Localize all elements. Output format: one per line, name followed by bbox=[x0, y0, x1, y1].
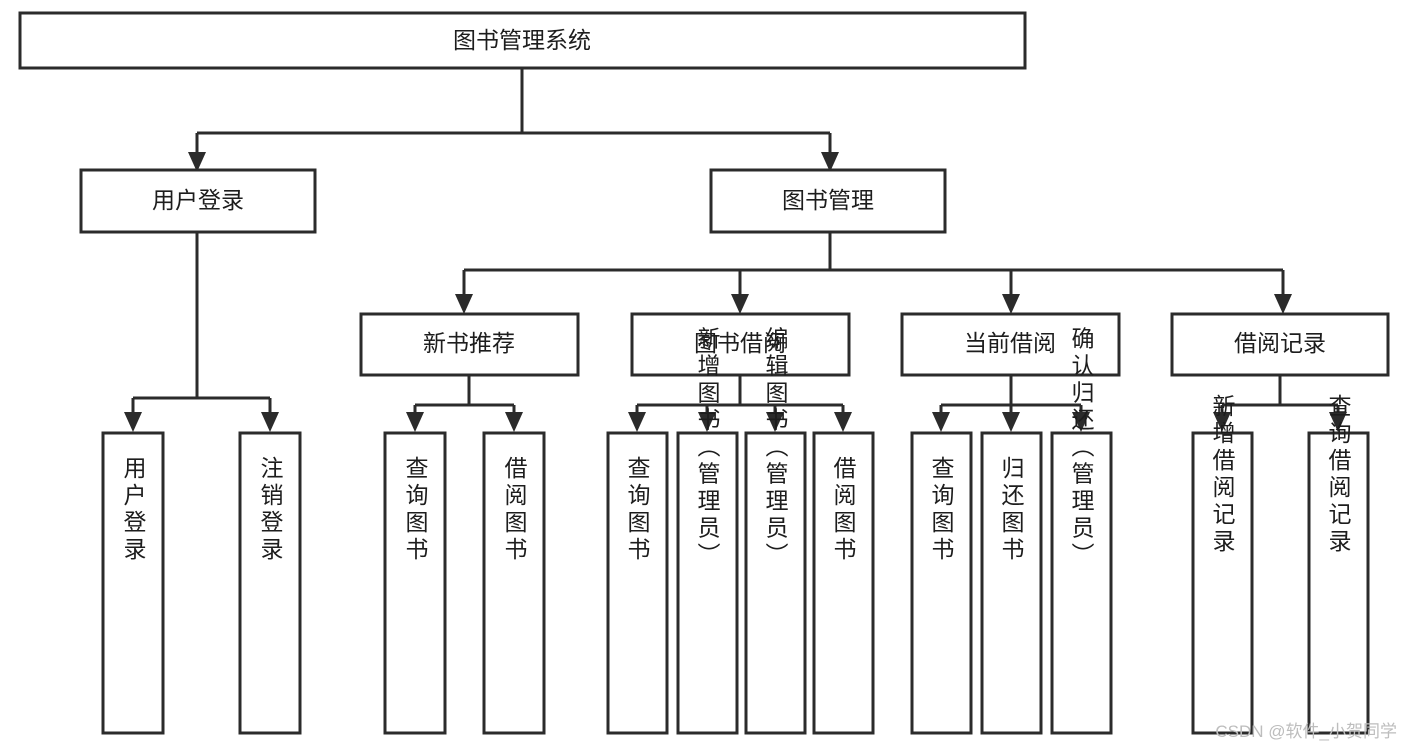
node-user-login-box[interactable] bbox=[79, 168, 317, 234]
node-root[interactable]: 图书管理系统 bbox=[18, 11, 1027, 70]
arrowhead-borrow-leaf-1 bbox=[628, 412, 646, 432]
leaf-node[interactable]: 借阅图书 bbox=[812, 431, 875, 735]
leaf-user-login-label: 用户登录 bbox=[120, 456, 147, 564]
leaf-borrow-edit-label: 编辑图书（管理员） bbox=[762, 327, 789, 570]
node-root-box[interactable] bbox=[18, 11, 1027, 70]
leaf-node[interactable]: 编辑图书（管理员） bbox=[744, 327, 807, 735]
arrowhead-newbook-leaf-2 bbox=[505, 412, 523, 432]
node-current-borrow[interactable]: 当前借阅 bbox=[900, 312, 1121, 377]
leaf-newbook-borrow-box[interactable] bbox=[482, 431, 546, 735]
node-new-book-recommend-label: 新书推荐 bbox=[423, 330, 515, 356]
leaf-node[interactable]: 借阅图书 bbox=[482, 431, 546, 735]
arrowhead-newbook-leaf-1 bbox=[406, 412, 424, 432]
leaf-borrow-query-label: 查询图书 bbox=[624, 456, 651, 564]
leaf-current-return-box[interactable] bbox=[980, 431, 1043, 735]
node-borrow-records-label: 借阅记录 bbox=[1234, 330, 1326, 356]
connector-current-bus bbox=[939, 375, 1083, 415]
arrowhead-current-leaf-1 bbox=[932, 412, 950, 432]
leaf-current-confirm-label: 确认归还（管理员） bbox=[1068, 327, 1095, 570]
leaf-borrow-edit-box[interactable] bbox=[744, 431, 807, 735]
arrowhead-to-bookmgmt bbox=[821, 152, 839, 172]
leaf-borrow-add-label: 新增图书（管理员） bbox=[694, 327, 721, 570]
leaf-node[interactable]: 注销登录 bbox=[238, 431, 302, 735]
leaf-user-login-box[interactable] bbox=[101, 431, 165, 735]
connector-records-bus bbox=[1220, 375, 1340, 415]
leaf-borrow-lend-box[interactable] bbox=[812, 431, 875, 735]
leaf-newbook-query-box[interactable] bbox=[383, 431, 447, 735]
node-current-borrow-label: 当前借阅 bbox=[964, 330, 1056, 356]
leaf-node[interactable]: 新增图书（管理员） bbox=[676, 327, 739, 735]
node-borrow-records-box[interactable] bbox=[1170, 312, 1390, 377]
node-user-login-label: 用户登录 bbox=[152, 187, 244, 213]
node-root-label: 图书管理系统 bbox=[453, 27, 591, 53]
node-book-management-label: 图书管理 bbox=[782, 187, 874, 213]
leaf-borrow-add-box[interactable] bbox=[676, 431, 739, 735]
connector-layer bbox=[124, 68, 1347, 432]
leaf-user-logout-label: 注销登录 bbox=[257, 456, 284, 564]
node-book-borrow[interactable]: 图书借阅 bbox=[630, 312, 851, 377]
leaf-borrow-query-box[interactable] bbox=[606, 431, 669, 735]
leaf-newbook-query-label: 查询图书 bbox=[402, 456, 429, 564]
leaf-node[interactable]: 查询图书 bbox=[606, 431, 669, 735]
leaf-records-query-label: 查询借阅记录 bbox=[1325, 394, 1352, 556]
leaf-newbook-borrow-label: 借阅图书 bbox=[501, 456, 528, 564]
connector-borrow-bus bbox=[635, 375, 845, 415]
leaf-node[interactable]: 确认归还（管理员） bbox=[1050, 327, 1113, 735]
arrowhead-borrow-leaf-4 bbox=[834, 412, 852, 432]
leaf-records-add-label: 新增借阅记录 bbox=[1209, 394, 1236, 556]
arrowhead-to-current bbox=[1002, 294, 1020, 314]
leaf-current-query-box[interactable] bbox=[910, 431, 973, 735]
leaf-current-return-label: 归还图书 bbox=[998, 456, 1025, 564]
leaf-current-confirm-box[interactable] bbox=[1050, 431, 1113, 735]
connector-root-bus bbox=[195, 68, 832, 155]
node-new-book-recommend[interactable]: 新书推荐 bbox=[359, 312, 580, 377]
node-user-login[interactable]: 用户登录 bbox=[79, 168, 317, 234]
node-borrow-records[interactable]: 借阅记录 bbox=[1170, 312, 1390, 377]
arrowhead-current-leaf-2 bbox=[1002, 412, 1020, 432]
connector-newbook-bus bbox=[413, 375, 516, 415]
arrowhead-borrow-leaf-3 bbox=[766, 412, 784, 432]
leaf-records-add-box[interactable] bbox=[1191, 431, 1254, 735]
arrowhead-borrow-leaf-2 bbox=[698, 412, 716, 432]
node-book-management[interactable]: 图书管理 bbox=[709, 168, 947, 234]
leaf-node[interactable]: 查询图书 bbox=[383, 431, 447, 735]
leaf-borrow-lend-label: 借阅图书 bbox=[830, 456, 857, 564]
connector-bookmgmt-bus bbox=[462, 232, 1285, 297]
leaf-node[interactable]: 查询图书 bbox=[910, 431, 973, 735]
arrowhead-to-borrow bbox=[731, 294, 749, 314]
arrowhead-login-leaf-1 bbox=[124, 412, 142, 432]
arrowhead-to-login bbox=[188, 152, 206, 172]
node-new-book-recommend-box[interactable] bbox=[359, 312, 580, 377]
node-book-borrow-label: 图书借阅 bbox=[694, 330, 786, 356]
leaf-node[interactable]: 查询借阅记录 bbox=[1307, 394, 1370, 735]
leaf-current-query-label: 查询图书 bbox=[928, 456, 955, 564]
arrowhead-to-records bbox=[1274, 294, 1292, 314]
arrowhead-to-newbook bbox=[455, 294, 473, 314]
leaf-node[interactable]: 归还图书 bbox=[980, 431, 1043, 735]
leaf-user-logout-box[interactable] bbox=[238, 431, 302, 735]
arrowhead-current-leaf-3 bbox=[1072, 412, 1090, 432]
arrowhead-records-leaf-2 bbox=[1329, 412, 1347, 432]
node-current-borrow-box[interactable] bbox=[900, 312, 1121, 377]
arrowhead-login-leaf-2 bbox=[261, 412, 279, 432]
leaf-node[interactable]: 用户登录 bbox=[101, 431, 165, 735]
node-book-management-box[interactable] bbox=[709, 168, 947, 234]
arrowhead-records-leaf-1 bbox=[1213, 412, 1231, 432]
connector-login-bus bbox=[131, 232, 272, 415]
leaf-node[interactable]: 新增借阅记录 bbox=[1191, 394, 1254, 735]
node-book-borrow-box[interactable] bbox=[630, 312, 851, 377]
leaf-records-query-box[interactable] bbox=[1307, 431, 1370, 735]
